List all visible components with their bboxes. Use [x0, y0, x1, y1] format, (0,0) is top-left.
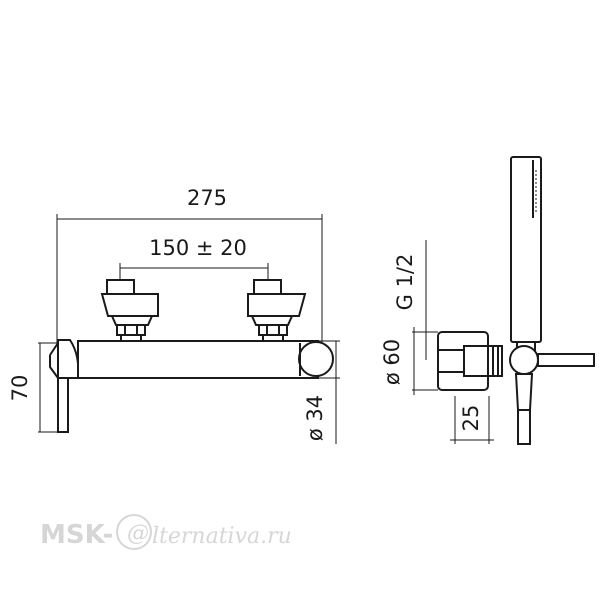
mixer-body — [77, 340, 319, 379]
handle-right-nut — [258, 324, 288, 336]
handle-right — [247, 279, 307, 342]
watermark-at: @ — [127, 521, 149, 546]
handle-left-nut — [116, 324, 146, 336]
watermark-at-ring — [116, 514, 152, 550]
handle-left — [100, 279, 159, 342]
handle-left-top — [106, 279, 135, 295]
dim-overall-width: 275 — [187, 186, 227, 210]
dim-thread: G 1/2 — [393, 254, 417, 311]
dim-depth: 25 — [459, 405, 483, 432]
hand-shower — [510, 156, 542, 343]
dim-handle-spacing: 150 ± 20 — [149, 236, 247, 260]
handle-right-top — [253, 279, 282, 295]
handle-right-connector — [262, 334, 284, 342]
handle-left-connector — [120, 334, 142, 342]
dim-height: 70 — [8, 375, 32, 402]
handle-right-ring — [250, 315, 294, 326]
hose-connector — [514, 373, 534, 411]
wall-bracket — [57, 343, 69, 433]
thermostat-knob — [298, 341, 334, 377]
watermark-prefix: MSK- — [40, 520, 113, 550]
outlet-body — [463, 345, 489, 377]
outlet-nut — [487, 345, 503, 377]
dim-diameter-body: ø 34 — [303, 395, 327, 441]
handle-left-lever — [100, 293, 159, 317]
end-cap-left — [57, 339, 80, 379]
watermark-suffix: lternativa.ru — [152, 524, 292, 549]
watermark: MSK- @ lternativa.ru — [40, 514, 292, 550]
dim-diameter-flange: ø 60 — [380, 339, 404, 385]
hose — [517, 409, 531, 445]
thread-connector — [437, 349, 465, 373]
handle-left-ring — [110, 315, 154, 326]
side-view: ø 60 G 1/2 25 — [380, 156, 595, 445]
holder-arm — [537, 353, 595, 367]
wall-bracket-edge — [49, 342, 59, 379]
handle-right-lever — [247, 293, 307, 317]
holder-joint — [509, 345, 539, 375]
mixer-front-view: 275 150 ± 20 — [8, 186, 340, 444]
